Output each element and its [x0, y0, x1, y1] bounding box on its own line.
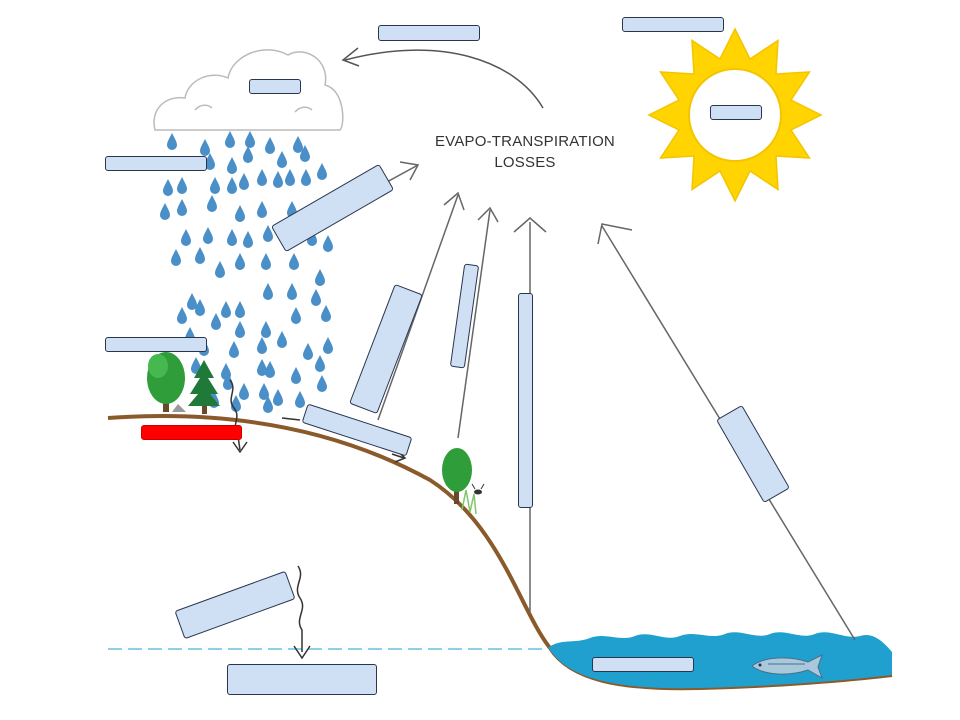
- rain-icon: [160, 131, 333, 413]
- return-arrow: [344, 49, 544, 109]
- drop-zone-interception[interactable]: [105, 337, 207, 352]
- drop-zone-groundwater[interactable]: [227, 664, 377, 695]
- water-body: [548, 632, 892, 689]
- drop-zone-open-water-evaporation[interactable]: [518, 293, 533, 508]
- cloud-icon: [153, 49, 344, 131]
- evapotranspiration-line-1: EVAPO-TRANSPIRATION: [435, 133, 615, 150]
- pine-tree-icon: [188, 360, 220, 414]
- drop-zone-arrow-label[interactable]: [378, 25, 480, 41]
- drop-zone-cloud[interactable]: [249, 79, 301, 94]
- evapotranspiration-label: EVAPO-TRANSPIRATION LOSSES: [410, 131, 640, 173]
- insect-icon: [471, 483, 485, 495]
- tree-icon: [147, 352, 185, 412]
- percolation-arrow: [293, 565, 311, 660]
- drop-zone-sun[interactable]: [710, 105, 762, 120]
- drop-zone-infiltration-active[interactable]: [141, 425, 242, 440]
- drop-zone-lake[interactable]: [592, 657, 694, 672]
- fish-icon: [751, 654, 823, 680]
- drop-zone-precipitation[interactable]: [105, 156, 207, 171]
- evapotranspiration-line-2: LOSSES: [494, 154, 556, 171]
- drop-zone-sun-top[interactable]: [622, 17, 724, 32]
- tree-icon: [442, 448, 477, 515]
